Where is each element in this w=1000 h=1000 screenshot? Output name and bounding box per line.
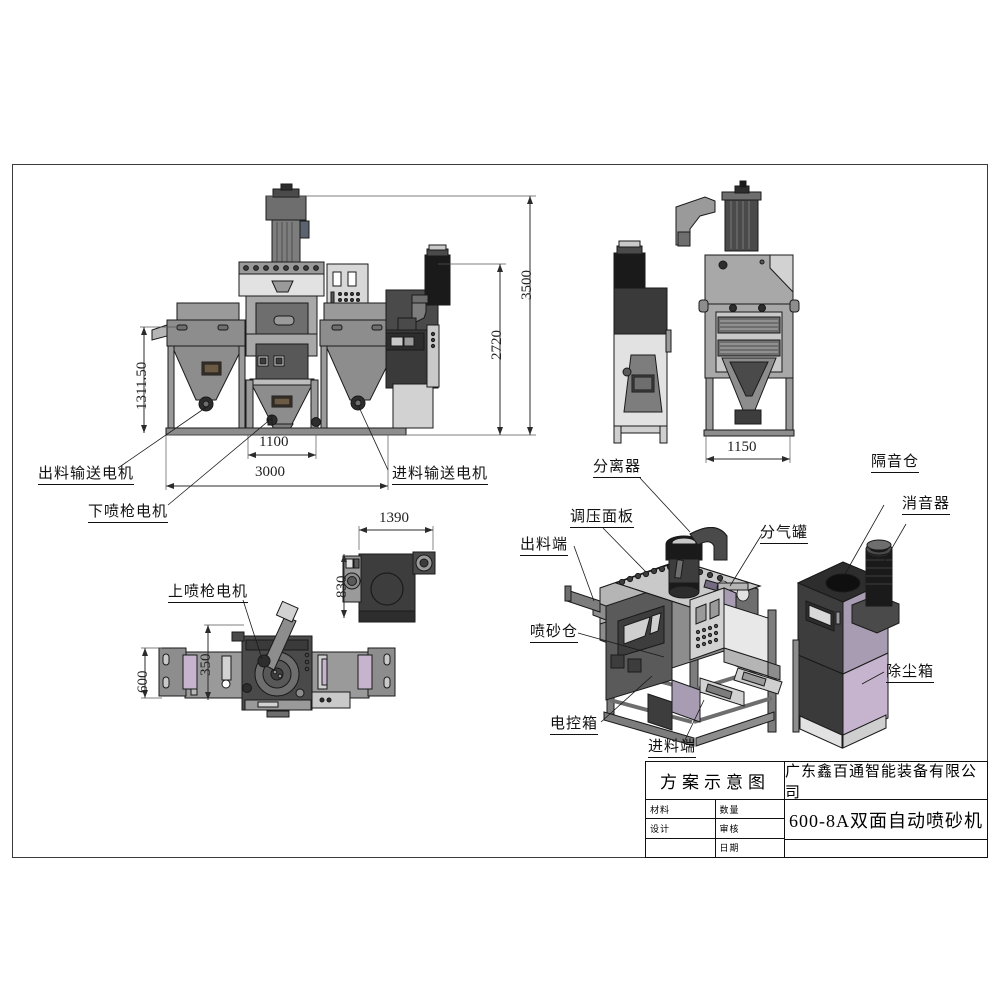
callout-upper-gun-motor: 上喷枪电机 [168,580,249,603]
iso-leaders [573,477,907,743]
dim-1100 [247,435,317,459]
field-blank-label [646,839,715,857]
field-reviewer-label: 审核 [715,819,784,839]
title-block-fields: 材料 设计 数量 审核 日期 [646,800,784,857]
field-material-label: 材料 [646,800,715,820]
dim-label-350: 350 [198,653,214,677]
dim-label-830: 830 [334,575,350,599]
front-elevation-view [140,183,536,436]
side-elevation-views [613,180,800,444]
model-row-divider [785,839,987,857]
dim-label-600: 600 [135,670,151,694]
iso-machine-view [564,527,783,747]
callout-control-box: 电控箱 [550,712,599,735]
model-name: 600-8A双面自动喷砂机 [789,810,983,831]
title-block-left: 方案示意图 材料 设计 数量 审核 日期 [646,762,785,857]
callout-feed-conveyor-motor: 进料输送电机 [392,462,489,485]
callout-feed-end: 进料端 [648,735,697,758]
field-design-label: 设计 [646,819,715,839]
callout-lower-gun-motor: 下喷枪电机 [88,500,169,523]
callout-silencer: 消音器 [902,492,951,515]
title-block-col-right: 数量 审核 日期 [715,800,784,857]
dim-label-2720: 2720 [489,330,505,360]
drawing-type-label: 方案示意图 [646,762,784,800]
callout-dust-box: 除尘箱 [886,660,935,683]
top-view-1390 [342,551,436,623]
callout-discharge-end: 出料端 [520,533,569,556]
company-name: 广东鑫百通智能装备有限公司 [785,762,987,801]
dim-350 [204,624,244,700]
callout-sound-enclosure: 隔音仓 [871,450,920,473]
field-date-label: 日期 [719,843,740,854]
dim-label-1390: 1390 [379,510,409,526]
title-block-right: 广东鑫百通智能装备有限公司 600-8A双面自动喷砂机 [785,762,987,857]
iso-dust-collector [792,539,900,749]
callout-pressure-panel: 调压面板 [570,505,635,528]
dim-1390 [358,526,434,550]
model-name-wrap: 600-8A双面自动喷砂机 [785,800,987,857]
title-block-col-left: 材料 设计 [646,800,716,857]
dim-label-1100: 1100 [259,434,289,450]
dim-label-3500: 3500 [519,270,535,300]
dim-label-3000: 3000 [255,464,285,480]
title-block: 方案示意图 材料 设计 数量 审核 日期 广东鑫百通智能装备有限公司 600-8… [645,761,988,858]
dim-1150 [705,436,791,463]
plan-view [158,600,396,718]
callout-discharge-conveyor-motor: 出料输送电机 [38,462,135,485]
dim-600 [141,647,162,699]
callout-separator: 分离器 [593,455,642,478]
field-quantity-label: 数量 [715,800,784,820]
front-leaders [117,404,389,506]
dim-label-1150: 1150 [727,439,757,455]
dim-3000 [165,435,389,490]
dim-label-1311: 1311.50 [134,361,150,410]
sheet-border [12,164,988,858]
callout-blast-cabin: 喷砂仓 [530,620,579,643]
callout-air-tank: 分气罐 [760,521,809,544]
